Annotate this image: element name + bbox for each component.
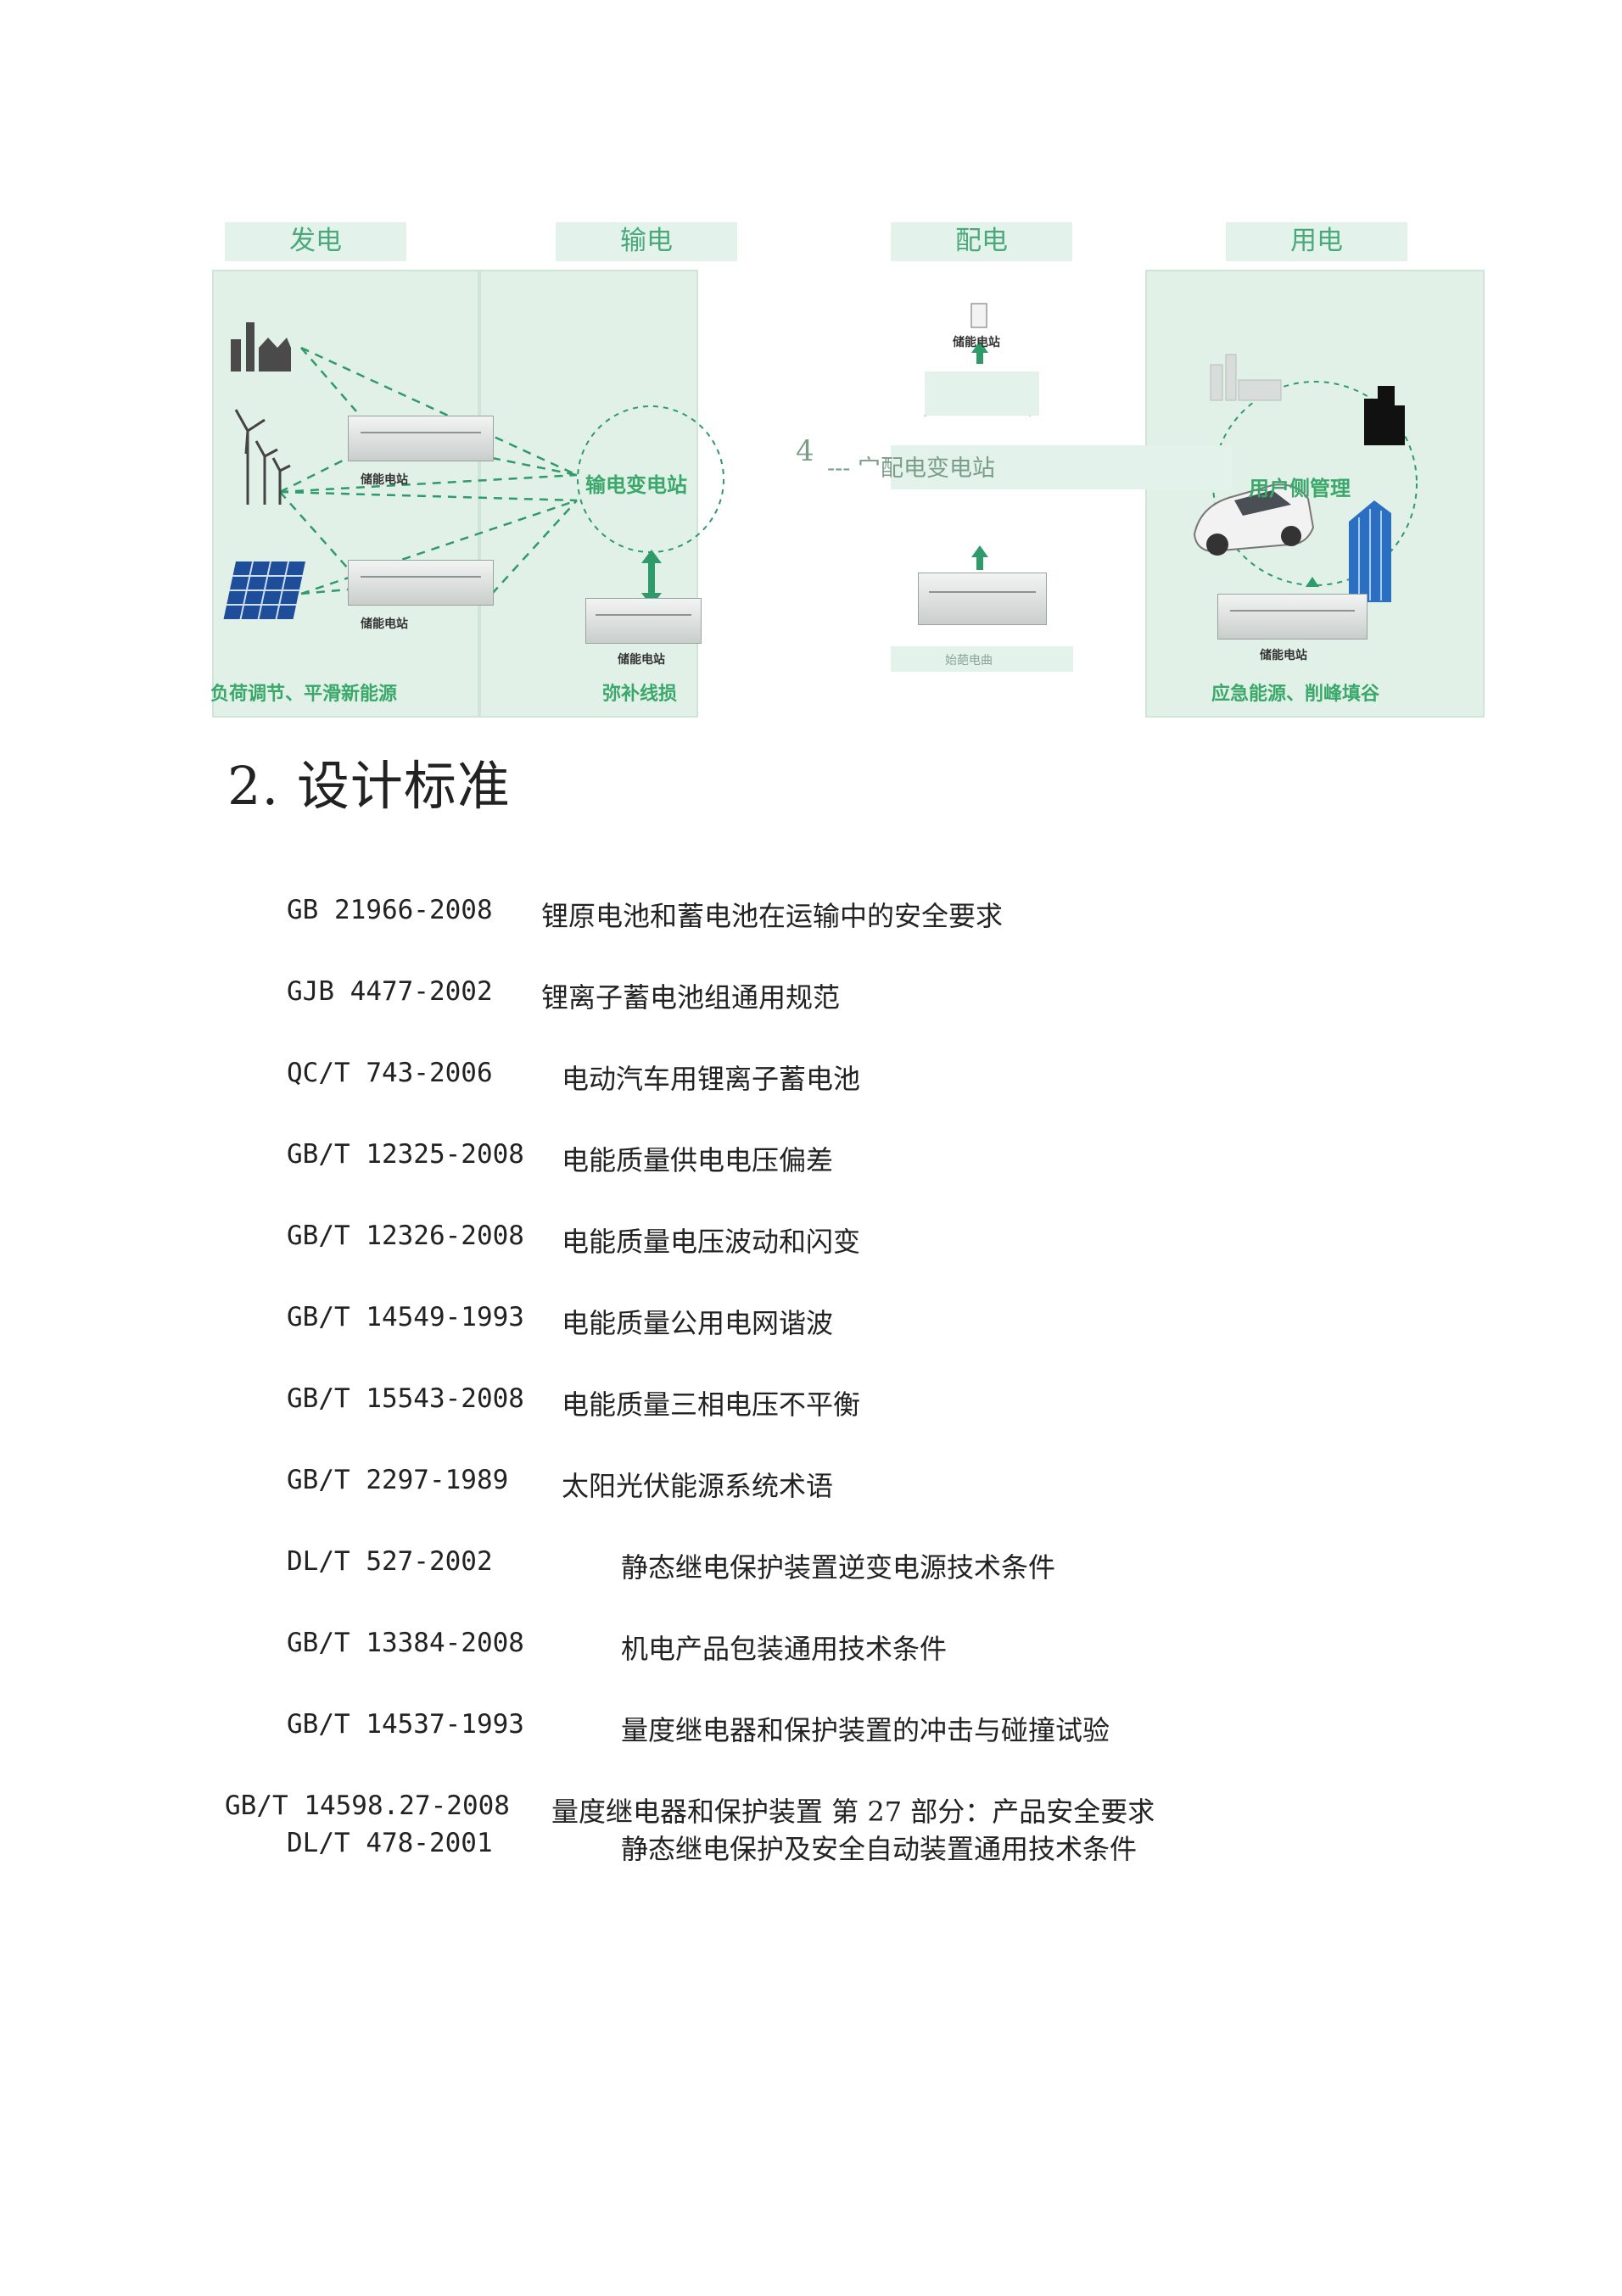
column-label-distribution: 配电 — [891, 222, 1072, 261]
standard-name: 电能质量电压波动和闪变 — [562, 1226, 861, 1258]
standard-code: DL/T 527-2002 — [287, 1546, 493, 1577]
power-system-diagram: 发电 输电 配电 用电 — [210, 212, 1485, 721]
user-side-management-label: 用户侧管理 — [1249, 477, 1351, 500]
distribution-top-band — [925, 371, 1039, 416]
distribution-number: 4 — [796, 434, 814, 468]
standard-code: GB/T 14537-1993 — [287, 1709, 524, 1740]
storage-station-image — [585, 598, 702, 644]
standard-code: GB/T 12325-2008 — [287, 1139, 524, 1170]
transmission-substation-label: 输电变电站 — [585, 473, 687, 497]
storage-station-label: 储能电站 — [618, 653, 665, 667]
standard-name: 量度继电器和保护装置 第 27 部分：产品安全要求 — [551, 1796, 1155, 1828]
storage-station-label: 储能电站 — [1260, 649, 1307, 662]
column-label-transmission: 输电 — [556, 222, 737, 261]
storage-station-image — [348, 416, 494, 461]
standard-name: 电动汽车用锂离子蓄电池 — [562, 1063, 861, 1095]
storage-station-image — [1217, 594, 1368, 640]
standard-name: 电能质量三相电压不平衡 — [562, 1388, 861, 1421]
standard-name: 量度继电器和保护装置的冲击与碰撞试验 — [621, 1714, 1110, 1746]
distribution-substation-label: --- 宀配电变电站 — [827, 455, 995, 482]
consumption-panel — [1145, 270, 1485, 718]
storage-station-label: 储能电站 — [361, 617, 408, 631]
standard-code: GB/T 14549-1993 — [287, 1302, 524, 1332]
standard-code: GB 21966-2008 — [287, 895, 493, 925]
standard-name: 太阳光伏能源系统术语 — [562, 1470, 834, 1502]
standard-code: GB/T 12326-2008 — [287, 1221, 524, 1251]
diagram-lines — [223, 303, 1418, 619]
section-title: 2. 设计标准 — [227, 755, 511, 817]
storage-station-image — [918, 573, 1047, 625]
distribution-bottom-band — [891, 646, 1073, 672]
standard-name: 电能质量公用电网谐波 — [562, 1307, 834, 1339]
standard-name: 静态继电保护及安全自动装置通用技术条件 — [621, 1833, 1138, 1865]
standard-code: DL/T 478-2001 — [287, 1828, 493, 1858]
standard-code: GB/T 13384-2008 — [287, 1628, 524, 1658]
standard-code: GB/T 14598.27-2008 — [225, 1790, 510, 1821]
storage-station-image — [348, 560, 494, 606]
column-label-generation: 发电 — [225, 222, 406, 261]
column-label-consumption: 用电 — [1226, 222, 1407, 261]
distribution-substation-band — [891, 445, 1232, 489]
standard-name: 锂原电池和蓄电池在运输中的安全要求 — [541, 900, 1004, 932]
standard-name: 电能质量供电电压偏差 — [562, 1144, 834, 1176]
standard-name: 静态继电保护装置逆变电源技术条件 — [621, 1551, 1056, 1584]
distribution-bottom-label: 始葩电曲 — [945, 654, 993, 668]
standard-name: 锂离子蓄电池组通用规范 — [541, 981, 841, 1014]
transmission-caption: 弥补线损 — [602, 684, 678, 705]
storage-station-label: 储能电站 — [361, 473, 408, 487]
standard-code: GB/T 2297-1989 — [287, 1465, 509, 1495]
consumption-caption: 应急能源、削峰填谷 — [1211, 684, 1380, 705]
standard-code: GJB 4477-2002 — [287, 976, 493, 1007]
storage-station-label: 储能电站 — [953, 336, 1000, 349]
standard-name: 机电产品包装通用技术条件 — [621, 1633, 948, 1665]
standard-code: GB/T 15543-2008 — [287, 1383, 524, 1414]
standard-code: QC/T 743-2006 — [287, 1058, 493, 1088]
generation-caption: 负荷调节、平滑新能源 — [210, 684, 398, 705]
